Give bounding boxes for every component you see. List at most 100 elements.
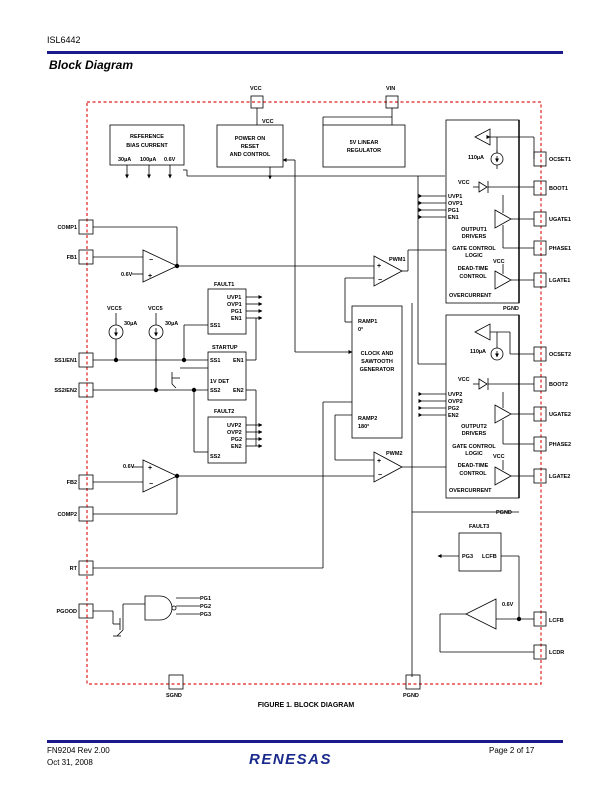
ref1-label: 0.6V [121, 272, 133, 278]
pin-comp1 [78, 219, 94, 235]
ea2-minus: − [149, 481, 153, 488]
ch2-en: EN2 [448, 413, 459, 419]
ref-current-1: 30µA [118, 157, 131, 163]
startup-det: 1V DET [210, 379, 230, 385]
fault2-ovp: OVP2 [227, 430, 242, 436]
ss-current-right: 30µA [165, 321, 178, 327]
label-comp1: COMP1 [57, 225, 77, 231]
ss-current-left: 30µA [124, 321, 137, 327]
reg-title-2: REGULATOR [347, 148, 381, 154]
pin-lcdr [533, 644, 547, 660]
pin-lcfb [533, 611, 547, 627]
ch1-current: 110µA [468, 155, 484, 161]
ch1-upper-driver [494, 209, 512, 229]
ch2-drivers-2: DRIVERS [462, 431, 487, 437]
ramp2-phase: 180° [358, 424, 369, 430]
ramp1-label: RAMP1 [358, 319, 377, 325]
ch1-en: EN1 [448, 215, 459, 221]
label-rt: RT [70, 566, 78, 572]
label-comp2: COMP2 [57, 512, 77, 518]
pin-pgood [78, 603, 94, 619]
fault1-ovp: OVP1 [227, 302, 242, 308]
label-lcfb: LCFB [549, 618, 564, 624]
pg-gate-2: PG2 [200, 604, 211, 610]
ch2-vcc2: VCC [493, 454, 505, 460]
ch2-drivers-1: OUTPUT2 [461, 424, 487, 430]
ref2-label: 0.6V [123, 464, 135, 470]
ch2-gate-2: LOGIC [465, 451, 482, 457]
error-amp-2 [142, 459, 178, 493]
ramp1-phase: 0° [358, 327, 363, 333]
pin-ugate1 [533, 211, 547, 227]
doc-date: Oct 31, 2008 [47, 758, 93, 767]
fault1-ss: SS1 [210, 323, 220, 329]
ch1-gate-2: LOGIC [465, 253, 482, 259]
label-ss1: SS1/EN1 [54, 358, 77, 364]
fault1-title: FAULT1 [214, 282, 234, 288]
fault2-ss: SS2 [210, 454, 220, 460]
fault2-en: EN2 [231, 444, 242, 450]
fault1-pg: PG1 [231, 309, 242, 315]
ea1-minus: − [149, 257, 153, 264]
ch1-drivers-1: OUTPUT1 [461, 227, 487, 233]
part-number: ISL6442 [47, 35, 81, 45]
ch2-pgnd: PGND [496, 510, 512, 516]
ch2-upper-driver [494, 404, 512, 424]
fault3-lcfb: LCFB [482, 554, 497, 560]
ch1-deadtime-1: DEAD-TIME [458, 266, 489, 272]
ch2-deadtime-1: DEAD-TIME [458, 463, 489, 469]
pin-comp2 [78, 506, 94, 522]
page-number: Page 2 of 17 [489, 746, 535, 755]
pin-lgate2 [533, 468, 547, 484]
fault2-pg: PG2 [231, 437, 242, 443]
pwm2-label: PWM2 [386, 451, 403, 457]
ref3-label: 0.6V [502, 602, 514, 608]
label-lgate1: LGATE1 [549, 278, 570, 284]
label-ugate1: UGATE1 [549, 217, 571, 223]
ch2-current: 110µA [470, 349, 486, 355]
pin-fb1 [78, 249, 94, 265]
pin-ss1 [78, 352, 94, 368]
header-rule [47, 51, 563, 54]
por-title-3: AND CONTROL [230, 152, 271, 158]
startup-ss2: SS2 [210, 388, 220, 394]
startup-ss1: SS1 [210, 358, 220, 364]
ref-voltage: 0.6V [164, 157, 176, 163]
pg-gate-1: PG1 [200, 596, 211, 602]
startup-en1: EN1 [233, 358, 244, 364]
figure-caption: FIGURE 1. BLOCK DIAGRAM [257, 702, 355, 709]
fault1-uvp: UVP1 [227, 295, 241, 301]
ea1-plus: + [148, 273, 152, 280]
pin-lgate1 [533, 272, 547, 288]
fault3-title: FAULT3 [469, 524, 489, 530]
fault2-uvp: UVP2 [227, 423, 241, 429]
label-phase2: PHASE2 [549, 442, 571, 448]
ch1-vcc: VCC [458, 180, 470, 186]
fault2-title: FAULT2 [214, 409, 234, 415]
section-title: Block Diagram [49, 58, 134, 72]
chip-boundary [86, 101, 542, 685]
label-pgnd: PGND [403, 693, 419, 699]
vcc5-right: VCC5 [148, 306, 163, 312]
pwm2-minus: − [378, 472, 382, 479]
pwm1-plus: + [377, 263, 381, 270]
ch1-pgnd: PGND [503, 306, 519, 312]
ch2-lower-driver [494, 466, 512, 486]
ch1-deadtime-2: CONTROL [459, 274, 487, 280]
pin-sgnd [168, 674, 184, 690]
lcfb-error-amp [465, 598, 497, 630]
ch2-ocset-comparator [474, 323, 491, 341]
pin-boot2 [533, 376, 547, 392]
ch2-gate-1: GATE CONTROL [452, 444, 496, 450]
startup-block [207, 351, 247, 401]
ch1-uvp: UVP1 [448, 194, 462, 200]
ch1-overcurrent: OVERCURRENT [449, 293, 492, 299]
pin-ugate2 [533, 406, 547, 422]
pwm1-comparator [373, 255, 403, 287]
label-vin-top: VIN [386, 86, 395, 92]
label-vcc-internal: VCC [262, 119, 274, 125]
ch1-ocset-comparator [474, 128, 491, 146]
label-sgnd: SGND [166, 693, 182, 699]
label-fb1: FB1 [67, 255, 77, 261]
pwm1-minus: − [378, 277, 382, 284]
